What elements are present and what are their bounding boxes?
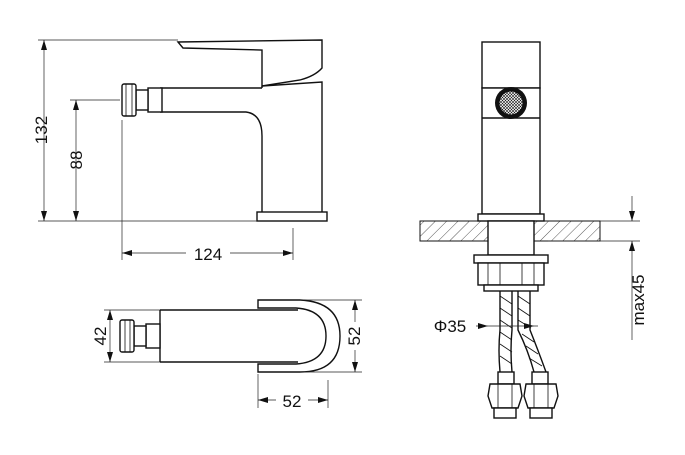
dim-label-52-vertical: 52 bbox=[345, 327, 364, 346]
side-base bbox=[256, 211, 328, 222]
dim-label-phi35: Φ35 bbox=[434, 317, 466, 336]
front-view: Φ35 max45 bbox=[419, 41, 648, 419]
top-connector bbox=[119, 319, 161, 353]
top-body bbox=[159, 309, 298, 363]
dim-label-max45: max45 bbox=[629, 274, 648, 325]
dim-label-42: 42 bbox=[91, 327, 110, 346]
side-body-upper bbox=[261, 81, 323, 212]
side-handle-lever bbox=[176, 39, 323, 87]
front-fixing-nut bbox=[473, 254, 549, 292]
dim-42: 42 bbox=[91, 309, 160, 363]
front-base bbox=[477, 213, 545, 222]
dim-label-52-horizontal: 52 bbox=[283, 392, 302, 411]
dim-label-88: 88 bbox=[67, 151, 86, 170]
dim-52-vertical: 52 bbox=[300, 299, 364, 373]
dim-max45: max45 bbox=[548, 196, 648, 340]
dim-52-horizontal: 52 bbox=[257, 374, 329, 411]
side-view: 132 88 124 bbox=[32, 39, 328, 264]
dim-124: 124 bbox=[121, 120, 294, 264]
countertop-right bbox=[533, 220, 601, 242]
top-handle bbox=[257, 299, 341, 373]
countertop-left bbox=[419, 220, 489, 242]
dim-label-132: 132 bbox=[32, 116, 51, 144]
top-view: 42 52 52 bbox=[91, 299, 364, 411]
front-shank bbox=[487, 220, 535, 256]
dim-label-124: 124 bbox=[194, 245, 222, 264]
dim-132: 132 bbox=[32, 39, 257, 222]
dim-88: 88 bbox=[67, 99, 120, 221]
front-handle bbox=[481, 41, 541, 89]
side-spout bbox=[160, 87, 263, 212]
side-aerator bbox=[121, 83, 163, 117]
dim-phi35: Φ35 bbox=[434, 317, 538, 336]
front-hoses bbox=[487, 291, 559, 419]
